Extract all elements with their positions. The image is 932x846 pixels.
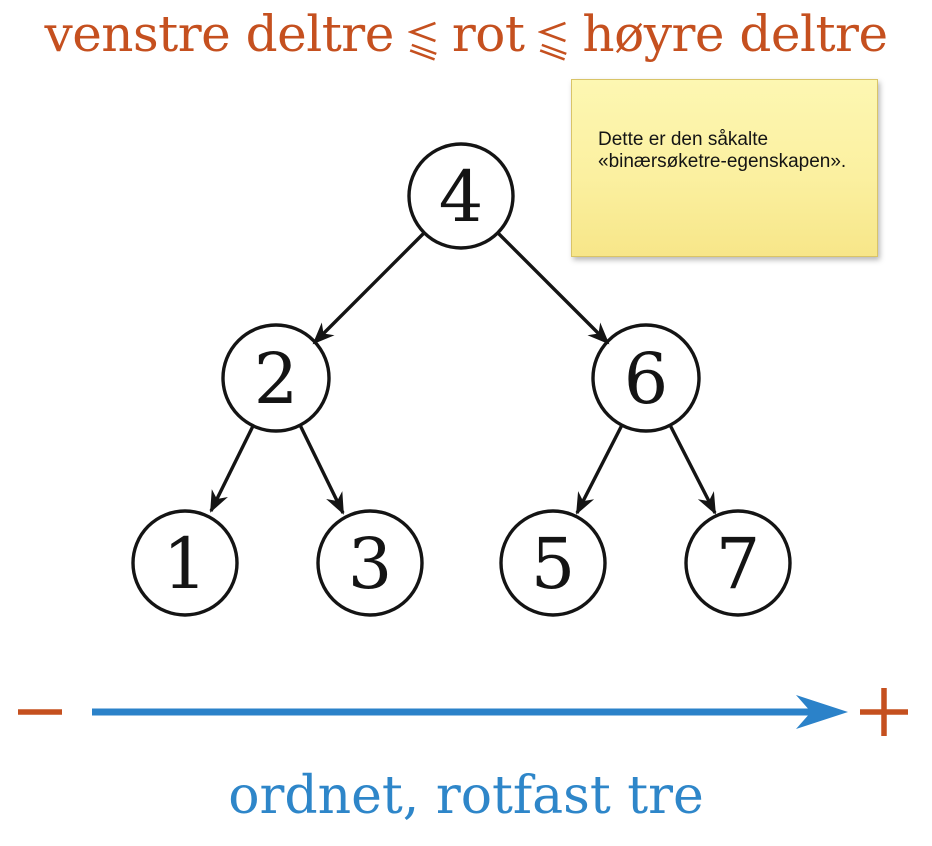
tree-node-7: 7 [684, 509, 792, 617]
node-value: 6 [624, 338, 669, 420]
tree-node-2: 2 [221, 323, 331, 433]
node-circle [407, 142, 515, 250]
node-value: 3 [348, 523, 393, 605]
plus-icon [860, 688, 908, 736]
node-circle [499, 509, 607, 617]
title-right-text: høyre deltre [582, 5, 888, 63]
tree-node-4: 4 [407, 142, 515, 250]
edge-2-1 [209, 425, 255, 513]
title-left-text: venstre deltre [44, 5, 394, 63]
order-axis [18, 688, 908, 736]
node-circle [684, 509, 792, 617]
less-equal-slanted-icon [407, 21, 437, 61]
tree-node-3: 3 [316, 509, 424, 617]
node-value: 5 [531, 523, 576, 605]
sticky-note-line-1: Dette er den såkalte [598, 129, 769, 150]
node-circle [221, 323, 331, 433]
edge-2-3 [298, 424, 345, 515]
node-circle [316, 509, 424, 617]
edge-6-5 [575, 424, 624, 515]
sticky-note: Dette er den såkalte «binærsøketre-egens… [571, 79, 878, 257]
tree-node-6: 6 [591, 323, 701, 433]
page-title: venstre deltre rot høyre deltre [0, 0, 932, 70]
node-circle [591, 323, 701, 433]
node-value: 2 [254, 338, 299, 420]
title-mid-text: rot [451, 5, 525, 63]
edge-4-2 [312, 231, 426, 345]
axis-caption: ordnet, rotfast tre [228, 766, 704, 826]
node-value: 4 [439, 156, 484, 238]
edge-4-6 [496, 231, 610, 345]
tree-node-1: 1 [131, 509, 239, 617]
tree-node-5: 5 [499, 509, 607, 617]
node-value: 1 [163, 523, 208, 605]
node-value: 7 [716, 523, 761, 605]
edge-6-7 [668, 424, 717, 515]
sticky-note-line-2: «binærsøketre-egenskapen». [598, 151, 847, 172]
node-circle [131, 509, 239, 617]
less-equal-slanted-icon [538, 21, 568, 61]
